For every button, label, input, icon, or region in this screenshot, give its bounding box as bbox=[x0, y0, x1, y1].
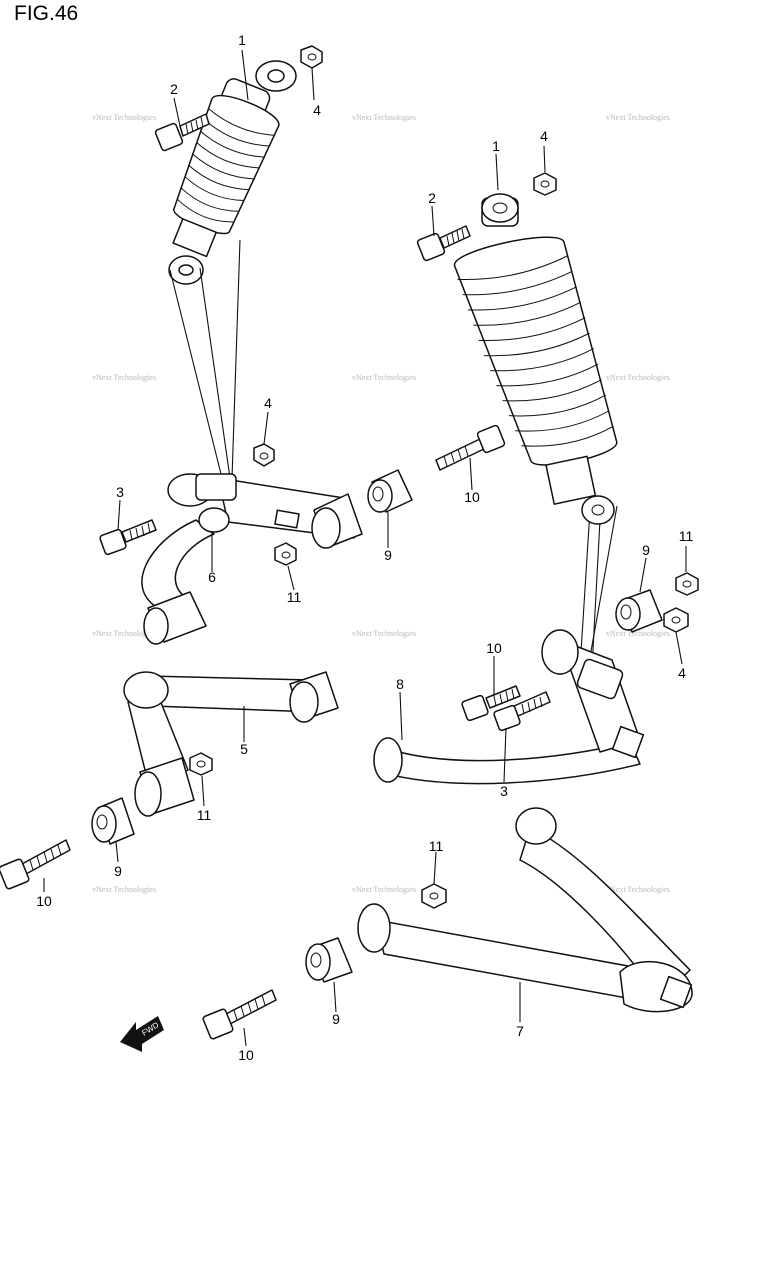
callout-6-upper-arm: 6 bbox=[208, 569, 216, 585]
figure-title: FIG.46 bbox=[14, 2, 79, 25]
callout-4-right-nut-top: 4 bbox=[540, 128, 548, 144]
bolt-10-upper bbox=[435, 424, 506, 471]
watermarks: vNext Technologies vNext Technologies vN… bbox=[92, 113, 670, 894]
nut-4-top-right bbox=[533, 172, 557, 196]
nut-4-right-lower bbox=[663, 607, 689, 633]
callout-10-mid-bolt: 10 bbox=[486, 640, 502, 656]
bushing-9-left-lower bbox=[91, 797, 135, 845]
callout-11-bottom-nut: 11 bbox=[429, 838, 444, 854]
callout-numbers: 1 2 4 1 4 2 4 3 10 6 9 11 9 11 10 4 8 5 … bbox=[36, 32, 693, 1063]
callout-1-left-shock: 1 bbox=[238, 32, 246, 48]
bolt-2-right bbox=[416, 225, 471, 262]
callout-8-upper-arm-right: 8 bbox=[396, 676, 404, 692]
fwd-arrow-icon: FWD bbox=[120, 1016, 164, 1052]
callout-4-left-nut-mid: 4 bbox=[264, 395, 272, 411]
watermark: vNext Technologies bbox=[606, 885, 670, 894]
shock-absorber-right bbox=[453, 193, 618, 525]
watermark: vNext Technologies bbox=[606, 629, 670, 638]
callout-2-right-bolt: 2 bbox=[428, 190, 436, 206]
callout-4-left-nut-top: 4 bbox=[313, 102, 321, 118]
callout-11-upper-nut: 11 bbox=[287, 589, 302, 605]
lower-arm-7 bbox=[357, 807, 693, 1013]
lower-arm-5 bbox=[123, 671, 339, 817]
bushing-9-right bbox=[615, 589, 663, 633]
upper-arm-8 bbox=[373, 629, 645, 785]
callout-7-lower-arm-right: 7 bbox=[516, 1023, 524, 1039]
watermark: vNext Technologies bbox=[352, 629, 416, 638]
bolt-10-left bbox=[0, 839, 71, 890]
watermark: vNext Technologies bbox=[352, 113, 416, 122]
callout-4-right-nut-lower: 4 bbox=[678, 665, 686, 681]
nut-11-left-lower bbox=[189, 752, 213, 776]
callout-9-upper-bushing: 9 bbox=[384, 547, 392, 563]
nut-4-mid-left bbox=[253, 443, 275, 467]
callout-10-bottom-bolt: 10 bbox=[238, 1047, 254, 1063]
callout-3-upper-bolt: 3 bbox=[116, 484, 124, 500]
watermark: vNext Technologies bbox=[92, 885, 156, 894]
watermark: vNext Technologies bbox=[352, 885, 416, 894]
bushing-9-upper bbox=[367, 469, 413, 513]
leader-lines bbox=[43, 49, 687, 1047]
watermark: vNext Technologies bbox=[92, 113, 156, 122]
nut-11-upper bbox=[274, 542, 297, 566]
watermark: vNext Technologies bbox=[606, 113, 670, 122]
nut-11-right-top bbox=[675, 572, 699, 596]
callout-9-bottom-bushing: 9 bbox=[332, 1011, 340, 1027]
callout-10-left-bolt: 10 bbox=[36, 893, 52, 909]
bolt-10-bottom bbox=[202, 989, 277, 1040]
bolt-3-lower bbox=[493, 691, 551, 732]
shock-absorber-left bbox=[168, 60, 297, 285]
callout-9-left-bushing: 9 bbox=[114, 863, 122, 879]
callout-3-lower-bolt: 3 bbox=[500, 783, 508, 799]
callout-11-right-nut: 11 bbox=[679, 528, 694, 544]
watermark: vNext Technologies bbox=[92, 373, 156, 382]
nut-11-bottom bbox=[421, 883, 447, 909]
bolt-3-upper bbox=[99, 519, 157, 556]
callout-11-left-nut: 11 bbox=[197, 807, 212, 823]
watermark: vNext Technologies bbox=[606, 373, 670, 382]
upper-arm-6 bbox=[141, 473, 363, 645]
nut-4-top-left bbox=[300, 45, 323, 69]
callout-9-right-bushing: 9 bbox=[642, 542, 650, 558]
callout-5-lower-arm-left: 5 bbox=[240, 741, 248, 757]
callout-2-left-bolt: 2 bbox=[170, 81, 178, 97]
guide-lines bbox=[169, 239, 618, 669]
bolt-2-left bbox=[154, 113, 210, 152]
watermark: vNext Technologies bbox=[352, 373, 416, 382]
watermark: vNext Technologies bbox=[92, 629, 156, 638]
callout-10-upper-bolt: 10 bbox=[464, 489, 480, 505]
bolt-10-mid bbox=[461, 685, 521, 722]
bushing-9-bottom bbox=[305, 937, 353, 983]
callout-1-right-shock: 1 bbox=[492, 138, 500, 154]
